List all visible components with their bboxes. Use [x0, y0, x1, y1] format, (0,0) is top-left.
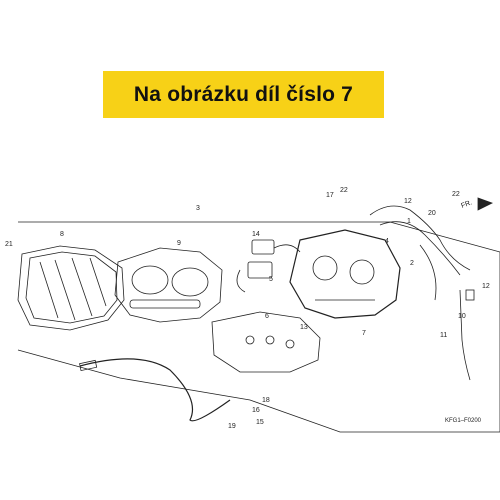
- direction-label: FR.: [460, 199, 473, 209]
- part-number-banner: Na obrázku díl číslo 7: [103, 71, 384, 118]
- svg-text:4: 4: [385, 238, 389, 245]
- svg-text:12: 12: [482, 283, 490, 290]
- svg-text:20: 20: [428, 210, 436, 217]
- svg-text:14: 14: [252, 231, 260, 238]
- meter-body: [289, 229, 401, 319]
- front-direction-arrow: [477, 197, 494, 211]
- indicator-panel: [211, 311, 321, 373]
- svg-text:22: 22: [452, 191, 460, 198]
- svg-text:22: 22: [340, 187, 348, 194]
- svg-text:15: 15: [256, 419, 264, 426]
- diagram-code: KFG1–F0200: [445, 418, 482, 424]
- svg-text:18: 18: [262, 397, 270, 404]
- banner-text: Na obrázku díl číslo 7: [133, 82, 354, 106]
- svg-text:10: 10: [458, 313, 466, 320]
- meter-cover: [17, 245, 125, 331]
- svg-text:3: 3: [196, 205, 200, 212]
- svg-text:8: 8: [60, 231, 64, 238]
- wire-harness-right: [369, 205, 475, 381]
- svg-text:16: 16: [252, 407, 260, 414]
- svg-text:21: 21: [5, 241, 13, 248]
- meter-case: [114, 247, 223, 323]
- svg-text:1: 1: [407, 218, 411, 225]
- svg-text:19: 19: [228, 423, 236, 430]
- svg-text:7: 7: [362, 330, 366, 337]
- svg-text:5: 5: [269, 276, 273, 283]
- svg-text:12: 12: [404, 198, 412, 205]
- svg-text:2: 2: [410, 260, 414, 267]
- assembly-frame: [17, 221, 500, 433]
- svg-text:13: 13: [300, 324, 308, 331]
- svg-text:9: 9: [177, 240, 181, 247]
- svg-text:17: 17: [326, 192, 334, 199]
- svg-text:11: 11: [440, 332, 447, 339]
- speedometer-cable: [79, 358, 231, 422]
- svg-text:6: 6: [265, 313, 269, 320]
- wire-harness-left: [236, 239, 301, 293]
